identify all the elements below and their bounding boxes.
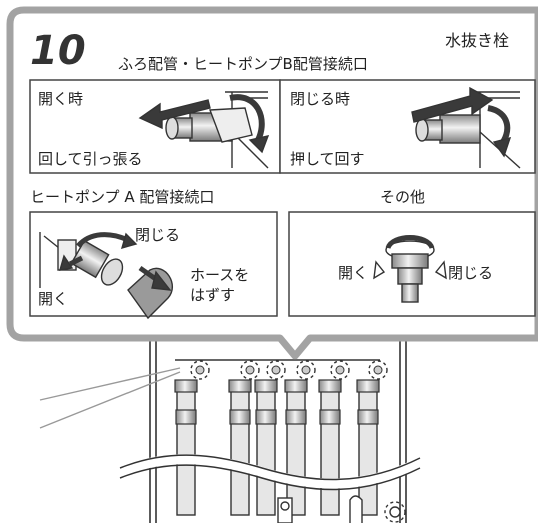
- pipe-fitting: [356, 360, 388, 516]
- others-open-label: 開く: [338, 264, 369, 282]
- heatpump-a-open-label: 開く: [38, 290, 69, 308]
- others-close-label: 閉じる: [448, 264, 494, 282]
- close-title: 閉じる時: [290, 90, 351, 108]
- pipe-fitting: [174, 360, 210, 516]
- open-instruction: 回して引っ張る: [38, 150, 143, 168]
- heatpump-a-close-label: 閉じる: [135, 226, 181, 244]
- close-valve-illustration: [411, 86, 521, 169]
- drain-plug: [277, 495, 406, 523]
- break-line: [118, 454, 423, 489]
- hose-label-line2: はずす: [190, 286, 236, 304]
- close-instruction: 押して回す: [290, 150, 365, 168]
- pipe-connections: [174, 360, 388, 516]
- section-title: 水抜き栓: [445, 31, 510, 50]
- pipe-fitting: [254, 360, 286, 516]
- other-valve-illustration: [373, 235, 447, 303]
- pipe-fitting: [284, 360, 316, 516]
- others-heading: その他: [380, 188, 426, 206]
- pipe-fitting: [318, 360, 350, 516]
- heatpump-a-illustration: [39, 232, 174, 320]
- open-valve-illustration: [138, 91, 270, 169]
- bath-heatpump-b-heading: ふろ配管・ヒートポンプB配管接続口: [118, 55, 368, 73]
- pipe-fitting: [228, 360, 260, 516]
- panel-close: [279, 79, 536, 174]
- open-title: 開く時: [38, 90, 84, 108]
- unit-drawing: [39, 330, 407, 523]
- heatpump-a-heading: ヒートポンプ A 配管接続口: [30, 188, 215, 206]
- hose-label-line1: ホースを: [190, 266, 250, 284]
- step-number: 10: [30, 28, 86, 74]
